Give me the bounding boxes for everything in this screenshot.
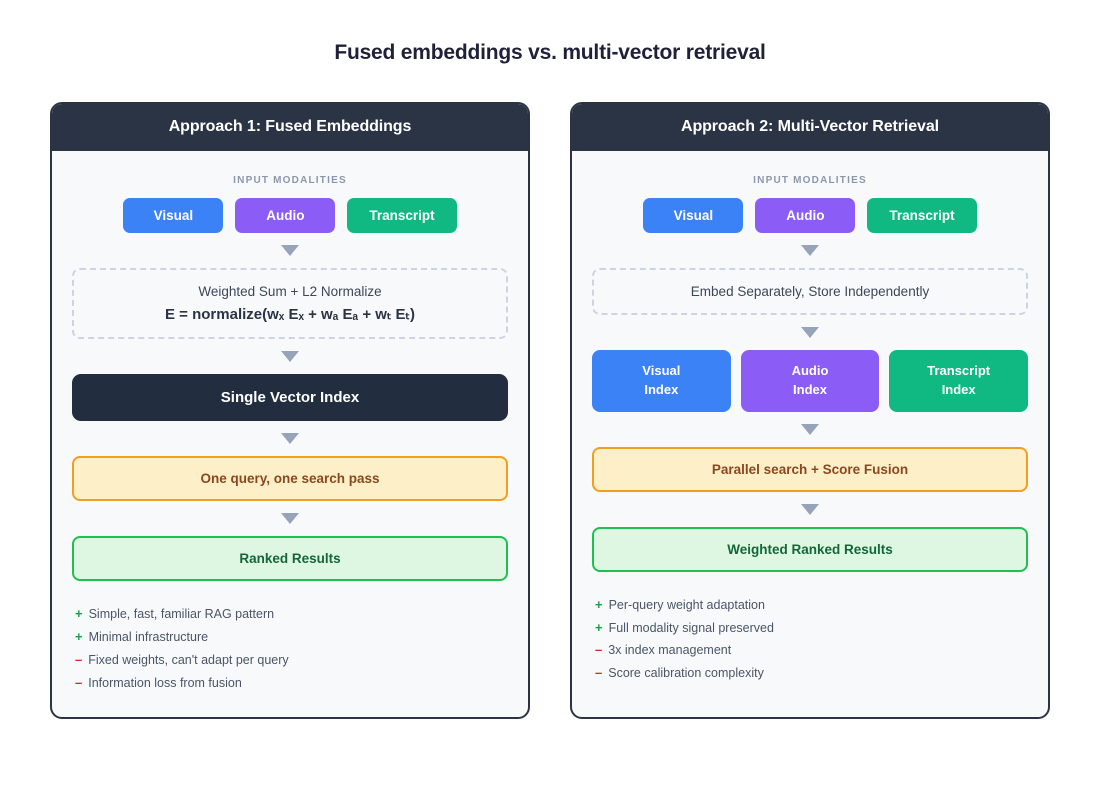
card-1-index-box: Single Vector Index bbox=[72, 374, 508, 421]
approach-cards: Approach 1: Fused Embeddings INPUT MODAL… bbox=[50, 102, 1050, 719]
index-box-visual-line2: Index bbox=[644, 381, 679, 397]
pro-marker-icon: + bbox=[595, 619, 603, 635]
note-text: 3x index management bbox=[608, 643, 732, 658]
card-1-body: INPUT MODALITIES Visual Audio Transcript… bbox=[52, 151, 528, 717]
approach-card-2: Approach 2: Multi-Vector Retrieval INPUT… bbox=[570, 102, 1050, 719]
card-1-notes-list: + Simple, fast, familiar RAG pattern + M… bbox=[72, 603, 508, 695]
con-marker-icon: – bbox=[595, 665, 603, 681]
note-text: Score calibration complexity bbox=[608, 666, 764, 681]
card-2-input-modalities-label: INPUT MODALITIES bbox=[753, 175, 867, 186]
modality-chip-transcript[interactable]: Transcript bbox=[347, 198, 457, 233]
card-2-body: INPUT MODALITIES Visual Audio Transcript… bbox=[572, 151, 1048, 707]
card-2-process-box: Embed Separately, Store Independently bbox=[592, 268, 1028, 315]
card-1-process-box: Weighted Sum + L2 Normalize E = normaliz… bbox=[72, 268, 508, 339]
card-2-header: Approach 2: Multi-Vector Retrieval bbox=[572, 104, 1048, 151]
flow-arrow-down-icon bbox=[801, 327, 819, 338]
index-box-transcript-line1: Transcript bbox=[927, 363, 991, 378]
con-marker-icon: – bbox=[75, 674, 83, 690]
note-item: + Full modality signal preserved bbox=[595, 617, 1028, 640]
modality-chip-audio[interactable]: Audio bbox=[235, 198, 336, 233]
note-item: – Fixed weights, can't adapt per query bbox=[75, 649, 508, 672]
pro-marker-icon: + bbox=[75, 606, 83, 621]
con-marker-icon: – bbox=[75, 651, 83, 667]
card-1-process-formula: E = normalize(wₓ Eₓ + wₐ Eₐ + wₜ Eₜ) bbox=[165, 306, 415, 323]
pro-marker-icon: + bbox=[595, 596, 603, 612]
modality-chip-visual[interactable]: Visual bbox=[643, 198, 744, 233]
modality-chip-audio[interactable]: Audio bbox=[755, 198, 856, 233]
approach-card-1: Approach 1: Fused Embeddings INPUT MODAL… bbox=[50, 102, 530, 719]
card-2-results-box: Weighted Ranked Results bbox=[592, 526, 1028, 572]
note-item: + Per-query weight adaptation bbox=[595, 594, 1028, 617]
index-box-visual[interactable]: Visual Index bbox=[592, 350, 731, 412]
note-item: + Simple, fast, familiar RAG pattern bbox=[75, 603, 508, 626]
con-marker-icon: – bbox=[595, 642, 603, 658]
modality-chip-transcript[interactable]: Transcript bbox=[867, 198, 977, 233]
index-box-visual-line1: Visual bbox=[642, 363, 681, 378]
index-box-transcript[interactable]: Transcript Index bbox=[889, 350, 1029, 412]
flow-arrow-down-icon bbox=[801, 423, 819, 435]
card-1-input-modalities-label: INPUT MODALITIES bbox=[233, 175, 347, 186]
note-item: + Minimal infrastructure bbox=[75, 626, 508, 649]
note-text: Fixed weights, can't adapt per query bbox=[88, 652, 289, 667]
flow-arrow-down-icon bbox=[281, 513, 299, 524]
note-item: – 3x index management bbox=[595, 639, 1028, 662]
card-2-process-description: Embed Separately, Store Independently bbox=[690, 284, 930, 299]
card-1-results-box: Ranked Results bbox=[72, 536, 508, 581]
card-2-modality-chips: Visual Audio Transcript bbox=[592, 198, 1028, 233]
card-1-process-description: Weighted Sum + L2 Normalize bbox=[198, 284, 382, 299]
note-item: – Score calibration complexity bbox=[595, 662, 1028, 685]
card-2-index-row: Visual Index Audio Index Transcript Inde… bbox=[592, 350, 1029, 412]
card-1-search-box: One query, one search pass bbox=[72, 456, 508, 501]
page-title: Fused embeddings vs. multi-vector retrie… bbox=[334, 41, 766, 64]
modality-chip-visual[interactable]: Visual bbox=[123, 198, 224, 233]
index-box-audio[interactable]: Audio Index bbox=[740, 350, 880, 412]
flow-arrow-down-icon bbox=[281, 433, 299, 444]
index-box-transcript-line2: Index bbox=[941, 381, 976, 397]
index-box-audio-line1: Audio bbox=[791, 363, 829, 378]
flow-arrow-down-icon bbox=[281, 245, 299, 256]
note-text: Per-query weight adaptation bbox=[608, 597, 765, 612]
note-text: Full modality signal preserved bbox=[608, 620, 774, 635]
card-1-modality-chips: Visual Audio Transcript bbox=[72, 198, 508, 233]
note-text: Information loss from fusion bbox=[88, 675, 242, 690]
card-2-notes-list: + Per-query weight adaptation + Full mod… bbox=[592, 594, 1028, 686]
note-text: Minimal infrastructure bbox=[88, 629, 209, 644]
pro-marker-icon: + bbox=[75, 628, 83, 644]
index-box-audio-line2: Index bbox=[793, 381, 827, 397]
note-text: Simple, fast, familiar RAG pattern bbox=[88, 607, 275, 621]
flow-arrow-down-icon bbox=[801, 503, 819, 515]
card-1-header: Approach 1: Fused Embeddings bbox=[52, 104, 528, 151]
note-item: – Information loss from fusion bbox=[75, 672, 508, 695]
card-2-search-box: Parallel search + Score Fusion bbox=[592, 446, 1028, 492]
flow-arrow-down-icon bbox=[801, 245, 819, 256]
flow-arrow-down-icon bbox=[281, 351, 299, 362]
